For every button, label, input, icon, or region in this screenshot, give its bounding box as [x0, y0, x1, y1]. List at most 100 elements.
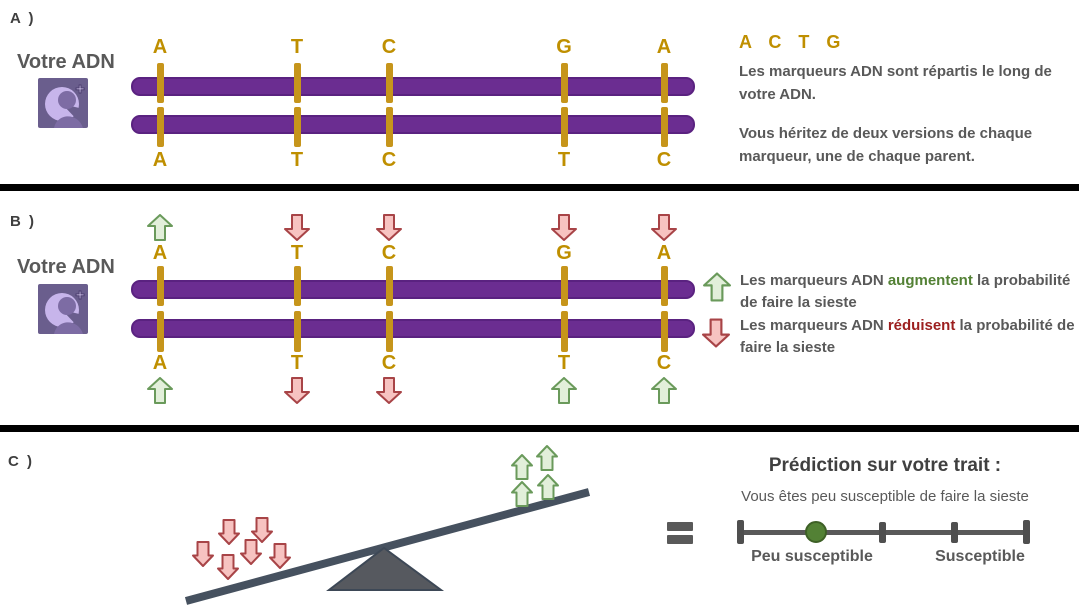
- dna-marker: [661, 266, 668, 306]
- seesaw-beam: [184, 488, 591, 605]
- dna-marker: [294, 107, 301, 147]
- allele-letter: A: [152, 36, 168, 58]
- scale-left-cap: [737, 520, 744, 544]
- chromosome-bar-1: [131, 280, 695, 299]
- panel-divider: [0, 184, 1079, 191]
- up-arrow-icon: [147, 377, 173, 404]
- dna-marker: [157, 63, 164, 103]
- prediction-subtitle: Vous êtes peu susceptible de faire la si…: [741, 488, 1029, 505]
- dna-marker: [157, 266, 164, 306]
- allele-letter: T: [557, 352, 571, 374]
- down-arrow-icon: [192, 541, 214, 567]
- allele-letter: A: [152, 352, 168, 374]
- dna-marker: [561, 266, 568, 306]
- panel-a-text-1: Les marqueurs ADN sont répartis le long …: [739, 63, 1052, 103]
- svg-text:+: +: [75, 287, 84, 304]
- allele-letter: A: [656, 242, 672, 264]
- chromosome-bar-2: [131, 319, 695, 338]
- dna-marker: [661, 63, 668, 103]
- person-plus-icon: +: [38, 78, 88, 128]
- down-arrow-icon: [218, 519, 240, 545]
- legend-decrease-prefix: Les marqueurs ADN: [740, 317, 888, 334]
- equals-icon: [667, 522, 693, 544]
- allele-letter: A: [656, 36, 672, 58]
- legend-decrease-keyword: réduisent: [887, 317, 956, 334]
- allele-letter: C: [381, 149, 397, 171]
- down-arrow-icon: [651, 214, 677, 241]
- allele-letter: T: [290, 36, 304, 58]
- up-arrow-icon: [511, 481, 533, 507]
- dna-marker: [386, 266, 393, 306]
- panel-c-label: C ): [8, 453, 34, 470]
- legend-increase-keyword: augmentent: [887, 272, 973, 289]
- prediction-title: Prédiction sur votre trait :: [768, 455, 1002, 476]
- legend-decrease-text: Les marqueurs ADN réduisent la probabili…: [740, 315, 1079, 359]
- dna-marker: [386, 311, 393, 352]
- allele-letter: C: [381, 242, 397, 264]
- allele-letter: T: [290, 149, 304, 171]
- down-arrow-icon: [284, 377, 310, 404]
- dna-marker: [561, 107, 568, 147]
- allele-letter: C: [381, 36, 397, 58]
- scale-left-label: Peu susceptible: [751, 548, 873, 565]
- down-arrow-icon: [284, 214, 310, 241]
- legend-down-arrow-icon: [702, 318, 730, 348]
- dna-marker: [661, 311, 668, 352]
- allele-letter: A: [152, 242, 168, 264]
- dna-marker: [157, 311, 164, 352]
- allele-letter: G: [556, 36, 572, 58]
- allele-letter: A: [152, 149, 168, 171]
- scale-right-cap: [1023, 520, 1030, 544]
- legend-increase-prefix: Les marqueurs ADN: [740, 272, 888, 289]
- up-arrow-icon: [147, 214, 173, 241]
- up-arrow-icon: [537, 474, 559, 500]
- up-arrow-icon: [551, 377, 577, 404]
- dna-marker: [294, 63, 301, 103]
- dna-marker: [561, 63, 568, 103]
- chromosome-bar-2: [131, 115, 695, 134]
- allele-letter: G: [556, 242, 572, 264]
- dna-marker: [294, 266, 301, 306]
- panel-divider: [0, 425, 1079, 432]
- scale-tick: [879, 522, 886, 543]
- panel-b-label: B ): [10, 213, 36, 230]
- chromosome-bar-1: [131, 77, 695, 96]
- dna-marker: [386, 63, 393, 103]
- allele-letter: T: [290, 352, 304, 374]
- prediction-dot: [805, 521, 827, 543]
- seesaw-pivot: [326, 546, 445, 591]
- legend-increase-suffix: la probabilité de faire la sieste: [740, 272, 1071, 311]
- legend-increase-text: Les marqueurs ADN augmentent la probabil…: [740, 270, 1079, 314]
- down-arrow-icon: [251, 517, 273, 543]
- up-arrow-icon: [536, 445, 558, 471]
- legend-up-arrow-icon: [703, 272, 731, 302]
- panel-a-your-dna-label: Votre ADN: [17, 51, 115, 73]
- up-arrow-icon: [651, 377, 677, 404]
- allele-letter: C: [656, 352, 672, 374]
- down-arrow-icon: [240, 539, 262, 565]
- dna-marker: [157, 107, 164, 147]
- panel-b-your-dna-label: Votre ADN: [17, 256, 115, 278]
- scale-tick: [951, 522, 958, 543]
- down-arrow-icon: [217, 554, 239, 580]
- down-arrow-icon: [376, 377, 402, 404]
- person-plus-icon: +: [38, 284, 88, 334]
- scale-right-label: Susceptible: [935, 548, 1025, 565]
- down-arrow-icon: [376, 214, 402, 241]
- dna-marker: [561, 311, 568, 352]
- allele-letter: T: [290, 242, 304, 264]
- dna-marker: [661, 107, 668, 147]
- up-arrow-icon: [511, 454, 533, 480]
- dna-marker: [386, 107, 393, 147]
- actg-heading: A C T G: [739, 32, 847, 52]
- panel-a-text-2: Vous héritez de deux versions de chaque …: [739, 125, 1033, 165]
- down-arrow-icon: [269, 543, 291, 569]
- svg-text:+: +: [75, 81, 84, 98]
- dna-marker: [294, 311, 301, 352]
- legend-decrease-suffix: la probabilité de faire la sieste: [740, 317, 1075, 356]
- seesaw-balance-graphic: [184, 445, 591, 605]
- allele-letter: C: [656, 149, 672, 171]
- down-arrow-icon: [551, 214, 577, 241]
- allele-letter: T: [557, 149, 571, 171]
